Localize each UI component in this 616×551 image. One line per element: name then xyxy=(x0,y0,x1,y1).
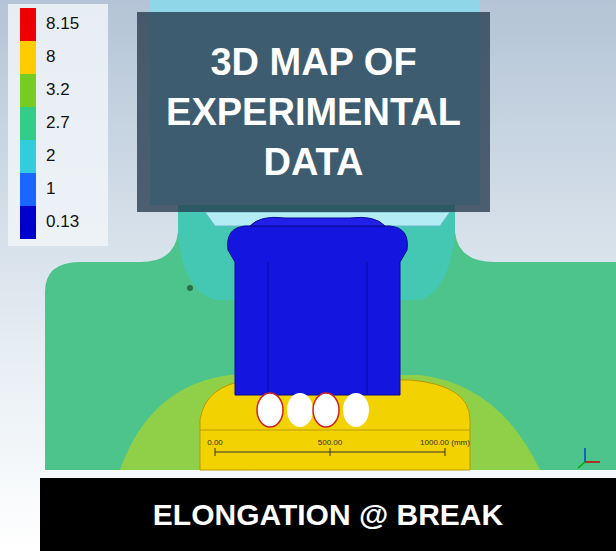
legend-swatch xyxy=(20,173,36,206)
legend-value: 3.2 xyxy=(46,80,70,100)
scale-label: 500.00 xyxy=(318,438,342,447)
legend-value: 8 xyxy=(46,47,55,67)
legend-value: 2 xyxy=(46,146,55,166)
legend-value: 2.7 xyxy=(46,113,70,133)
legend-value: 0.13 xyxy=(46,212,79,232)
legend-swatch xyxy=(20,206,36,239)
legend-swatch xyxy=(20,8,36,41)
caption-bar: ELONGATION @ BREAK xyxy=(40,478,616,551)
title-text: 3D MAP OF EXPERIMENTAL DATA xyxy=(149,37,479,187)
legend-value: 1 xyxy=(46,179,55,199)
legend-panel: 8.15 8 3.2 2.7 2 1 0.13 xyxy=(8,4,108,246)
legend-swatch xyxy=(20,107,36,140)
legend-swatch xyxy=(20,140,36,173)
legend-swatch xyxy=(20,74,36,107)
title-panel: 3D MAP OF EXPERIMENTAL DATA xyxy=(137,12,490,212)
scale-label: 1000.00 (mm) xyxy=(420,438,470,447)
legend-swatch xyxy=(20,41,36,74)
scale-label: 0.00 xyxy=(207,438,223,447)
legend-value: 8.15 xyxy=(46,14,79,34)
caption-text: ELONGATION @ BREAK xyxy=(153,498,503,532)
